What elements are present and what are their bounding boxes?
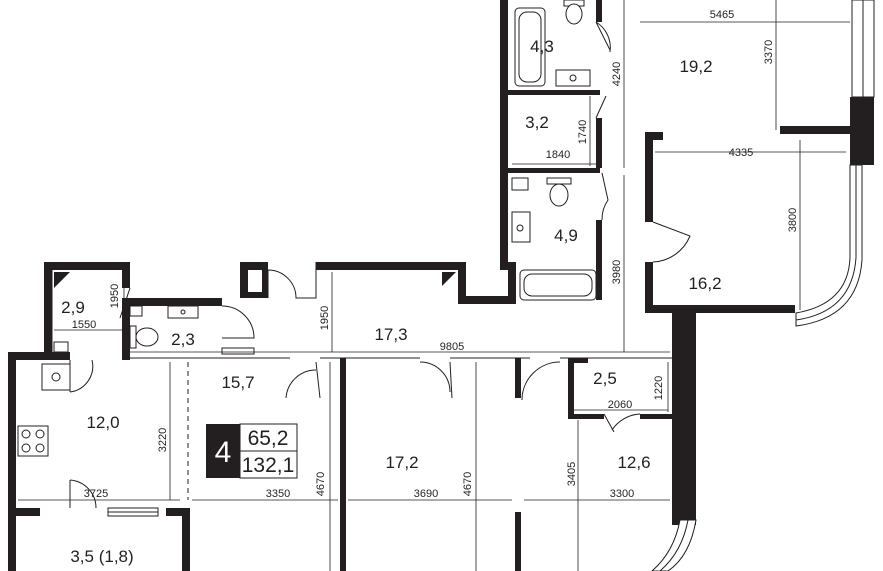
room-area-bath-top: 4,3 <box>530 37 554 56</box>
doors <box>69 21 691 509</box>
dim-2060: 2060 <box>608 399 632 411</box>
room-area-balcony: 3,5 (1,8) <box>70 547 133 566</box>
dim-3370: 3370 <box>763 40 775 64</box>
dim-1740: 1740 <box>577 120 589 144</box>
room-area-kitchen: 12,0 <box>86 413 119 432</box>
room-area-corridor: 17,3 <box>374 325 407 344</box>
room-area-master-bedroom: 19,2 <box>679 57 712 76</box>
dim-3405: 3405 <box>566 462 578 486</box>
room-area-bedroom-small: 12,6 <box>617 453 650 472</box>
room-area-wc-left: 2,3 <box>171 330 195 349</box>
rooms-count: 4 <box>215 436 232 469</box>
dim-3800: 3800 <box>787 208 799 232</box>
dim-3725: 3725 <box>84 488 108 500</box>
apartment-badge: 4 65,2 132,1 <box>206 423 298 479</box>
room-area-bath-middle: 4,9 <box>554 226 578 245</box>
room-area-wc-small: 3,2 <box>525 113 549 132</box>
dim-3300: 3300 <box>610 488 634 500</box>
dim-1840: 1840 <box>546 149 570 161</box>
room-area-bedroom-right: 16,2 <box>688 274 721 293</box>
room-area-bedroom-middle: 17,2 <box>385 453 418 472</box>
dim-3980: 3980 <box>611 260 623 284</box>
dimension-labels: 5465 3370 4240 1740 1840 4335 3800 3980 … <box>72 9 799 500</box>
rooms-count-box <box>206 424 240 478</box>
dim-3690: 3690 <box>414 488 438 500</box>
partitions <box>51 270 672 500</box>
fixtures <box>17 0 597 457</box>
dim-5465: 5465 <box>710 9 734 21</box>
room-labels: 4,3 19,2 3,2 4,9 16,2 2,9 2,3 17,3 15,7 … <box>61 37 721 566</box>
living-area: 65,2 <box>248 427 289 450</box>
dim-4670-left: 4670 <box>315 472 327 496</box>
dim-9805: 9805 <box>440 341 464 353</box>
dim-1220: 1220 <box>653 376 665 400</box>
dimension-lines <box>18 0 850 571</box>
room-area-closet: 2,5 <box>593 369 617 388</box>
walls <box>8 0 874 571</box>
dim-4335: 4335 <box>729 147 753 159</box>
dim-1550: 1550 <box>72 319 96 331</box>
room-area-hall: 15,7 <box>221 373 254 392</box>
total-area-box <box>239 450 298 479</box>
dim-3220: 3220 <box>157 428 169 452</box>
windows <box>107 0 875 571</box>
dim-1950-storage: 1950 <box>109 284 121 308</box>
dim-4240: 4240 <box>611 62 623 86</box>
dim-1950-corridor: 1950 <box>319 306 331 330</box>
dim-4670-right: 4670 <box>462 472 474 496</box>
dim-3350: 3350 <box>266 488 290 500</box>
room-area-storage: 2,9 <box>61 298 85 317</box>
total-area: 132,1 <box>242 454 295 477</box>
